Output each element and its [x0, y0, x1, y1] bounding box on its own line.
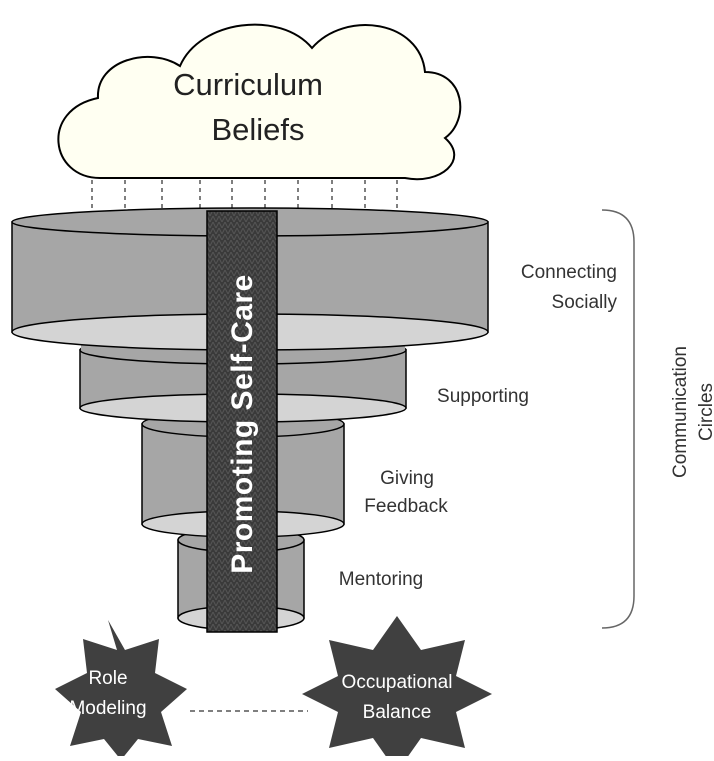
tier-label-socially: Socially	[552, 292, 618, 313]
communication-bracket	[601, 209, 635, 629]
pillar-label: Promoting Self-Care	[226, 274, 259, 574]
tier-label-feedback: Feedback	[364, 496, 448, 517]
bracket-label-line2: Circles	[696, 383, 714, 441]
tier-label-giving: Giving	[380, 468, 434, 489]
bracket-label-line1: Communication	[670, 346, 691, 478]
self-care-pillar	[206, 210, 278, 633]
star2-label-line1: Occupational	[342, 672, 453, 693]
star1-label-line1: Role	[88, 668, 127, 689]
tier-label-connecting: Connecting	[521, 262, 617, 283]
star1-label-line2: Modeling	[69, 698, 146, 719]
cloud-shape	[57, 23, 462, 181]
dashed-connectors	[91, 180, 398, 212]
cloud-label-line2: Beliefs	[211, 112, 304, 147]
role-modeling-star	[55, 620, 187, 760]
cloud-label-line1: Curriculum	[173, 67, 323, 102]
tier-label-mentoring: Mentoring	[339, 569, 424, 590]
occupational-balance-star	[302, 616, 492, 761]
star2-label-line2: Balance	[363, 702, 432, 723]
tier-label-supporting: Supporting	[437, 386, 529, 407]
